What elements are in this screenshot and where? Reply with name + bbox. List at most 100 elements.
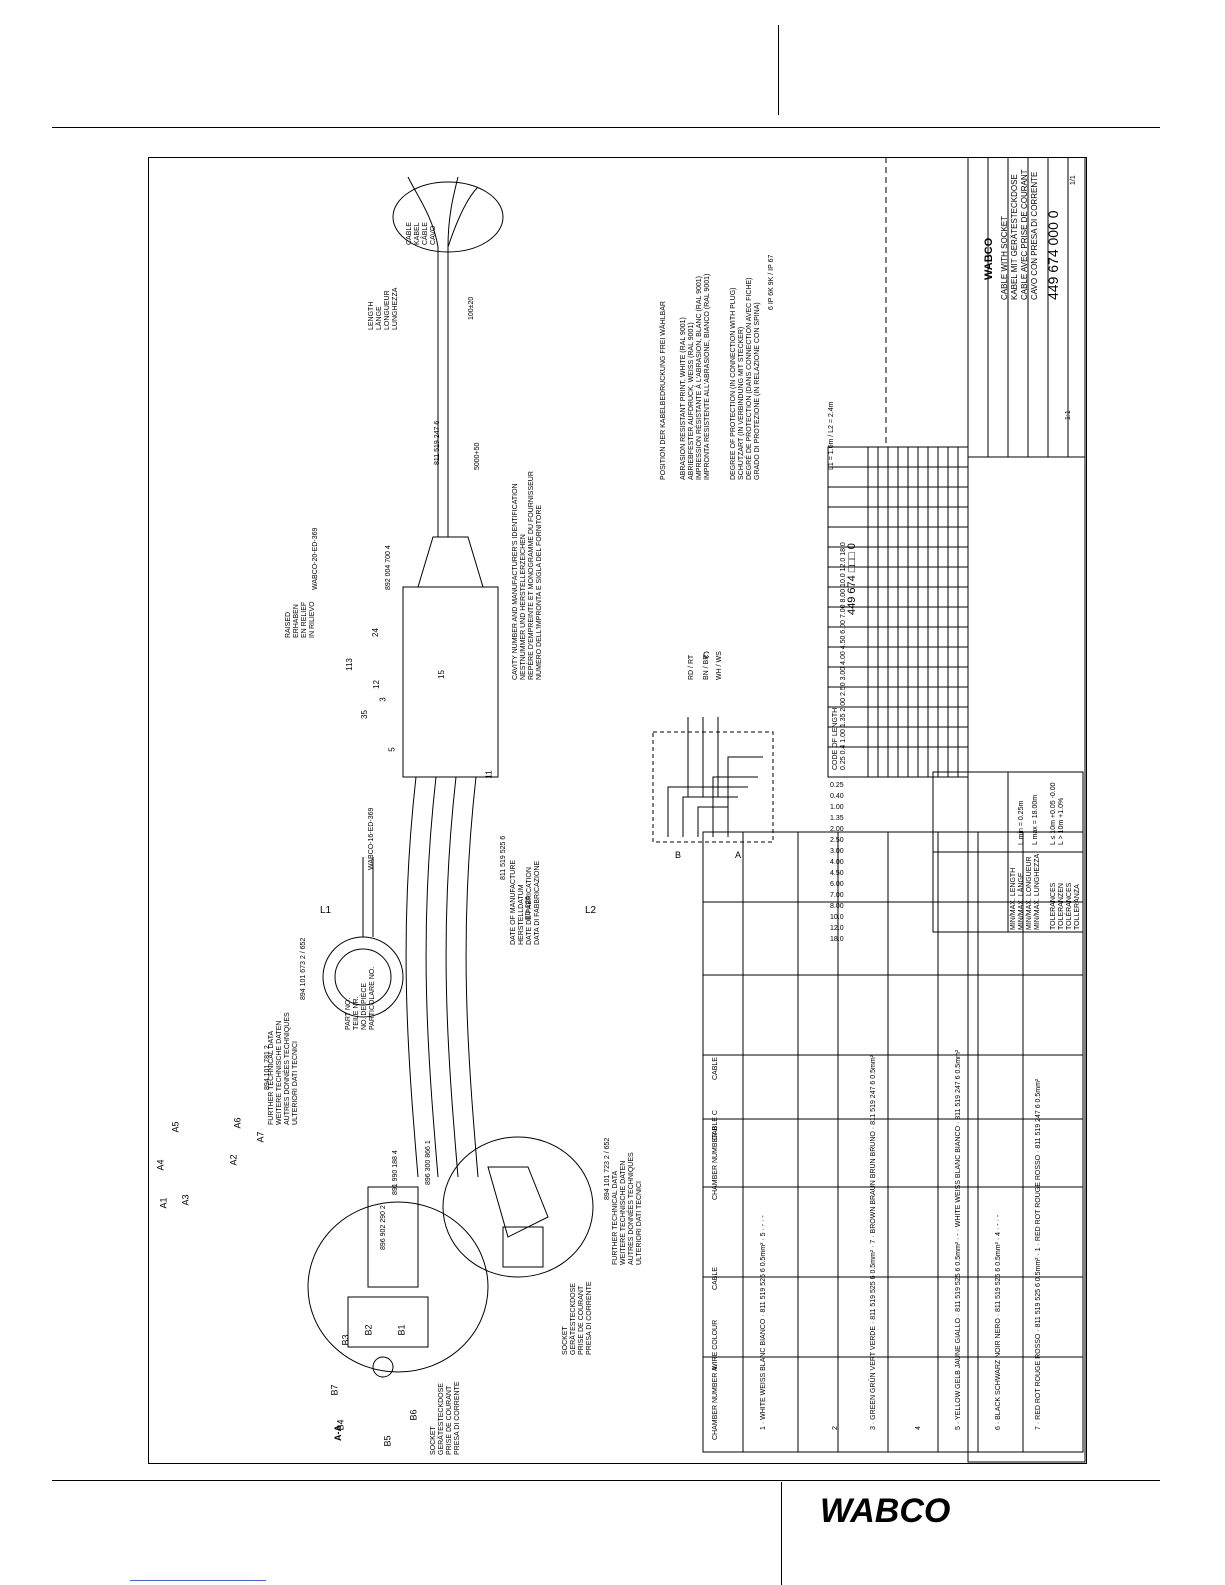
pin-a6: A6: [232, 1117, 243, 1129]
dim-11: 11: [484, 770, 494, 779]
dim-5: 5: [387, 747, 397, 752]
length-label-top: LENGTH LÄNGE LONGUEUR LUNGHEZZA: [368, 287, 399, 330]
length-table-note: L1 = 1.6m / L2 = 2.4m: [828, 401, 835, 471]
svg-text:WABCO: WABCO: [820, 1492, 950, 1530]
cable-assembly: [392, 176, 504, 1178]
title-block-number: 449 674 000 0: [1045, 210, 1061, 300]
pin-b7: B7: [329, 1384, 340, 1396]
pin-a4: A4: [155, 1159, 166, 1171]
pin-a1: A1: [158, 1197, 169, 1209]
length-table-header: CODE OF LENGTH: [832, 707, 839, 770]
end-view-a-drawing: [322, 857, 404, 1018]
cable-a-part-label: 811 519 525 6: [500, 835, 507, 880]
socket-a-drawing: [307, 1186, 489, 1378]
raised-note: RAISED ERHABEN EN RELIEF IN RILIEVO: [285, 601, 316, 638]
length-table-l2: 0.25 0.4 1.00 1.35 2.00 2.50 3.00 4.00 4…: [840, 542, 847, 770]
pin-b1: B1: [396, 1324, 407, 1336]
wire-row-7: 7 · RED ROT ROUGE ROSSO · 811 519 525 6 …: [1035, 1078, 1042, 1430]
title-block-desc: CABLE WITH SOCKET KABEL MIT GERÄTESTECKD…: [1000, 169, 1039, 300]
l1-label: L1: [320, 905, 332, 916]
dim-24: 24: [370, 628, 380, 637]
tolerance-values: L ≤ 10m +0.05 -0.00 L > 10m +1.0%: [1050, 782, 1065, 845]
header-divider: [778, 25, 779, 115]
tech-data-note-b: FURTHER TECHNICAL DATA WEITERE TECHNISCH…: [612, 1152, 643, 1265]
footer-rule: [52, 1480, 1160, 1481]
wire-table-h3: CABLE: [712, 1267, 719, 1290]
ref-5: 894 101 673 2 / 652: [300, 937, 307, 1000]
technical-drawing: [307, 157, 1086, 1463]
title-block-scale: 1:1: [1065, 410, 1072, 420]
tolerance-lmax: L max = 18.00m: [1032, 794, 1039, 845]
cable-part-label: 811 519 247 6: [434, 420, 441, 465]
ref-2: 891 990 188 4: [392, 1150, 399, 1195]
dim-3: 3: [378, 697, 388, 702]
pin-b2: B2: [363, 1324, 374, 1336]
part-no-note: PART NO. TEILE NR. NO. DE PIÈCE PARTICOL…: [345, 966, 376, 1030]
wire-table-h2: WIRE COLOUR: [712, 1319, 719, 1370]
schematic-box: [652, 731, 774, 843]
wire-table-h5: CABLE C: [712, 1110, 719, 1140]
wire-row-4: 4: [915, 1426, 922, 1430]
ref-3: 896 300 866 1: [425, 1140, 432, 1185]
wire-row-2: 2: [832, 1426, 839, 1430]
wire-row-6: 6 · BLACK SCHWARZ NOIR NERO · 811 519 52…: [995, 1214, 1002, 1430]
wire-table-h6: CABLE: [712, 1057, 719, 1080]
page-link-underline: [130, 1580, 266, 1581]
header-rule: [52, 127, 1160, 128]
wire-table: [702, 831, 1084, 1453]
drawing-frame: [148, 157, 1087, 1464]
wire-label-rd: RD / RT: [688, 654, 695, 680]
protection-note: DEGREE OF PROTECTION (IN CONNECTION WITH…: [730, 277, 761, 481]
tolerance-lmin: L min = 0.25m: [1018, 800, 1025, 845]
schematic-label-a: A: [735, 850, 742, 860]
wire-row-5: 5 · YELLOW GELB JAUNE GIALLO · 811 519 5…: [955, 1049, 962, 1430]
ref-4: 894 101 781 2: [264, 1045, 271, 1090]
tech-data-note: FURTHER TECHNICAL DATA WEITERE TECHNISCH…: [268, 1012, 299, 1125]
title-block-sheet: 1/1: [1070, 175, 1077, 185]
ip-rating: 6 IP 6K 9K / IP 67: [768, 254, 775, 310]
schematic-wires: [667, 717, 763, 837]
dim-113: 113: [344, 658, 354, 671]
wire-row-3: 3 · GREEN GRÜN VERT VERDE · 811 519 525 …: [870, 1055, 877, 1430]
ref-7: 892 004 700 4: [385, 545, 392, 590]
dim-12: 12: [371, 680, 381, 689]
footer-divider: [781, 1482, 782, 1585]
dim-5000: 5000+50: [474, 442, 481, 470]
wire-table-h1: CHAMBER NUMBER A: [712, 1366, 719, 1440]
tolerance-minmax: MIN/MAX. LENGTH MIN/MAX. LÄNGE MIN/MAX. …: [1010, 853, 1041, 930]
dim-100: 100±20: [468, 296, 475, 320]
pin-a3: A3: [180, 1194, 191, 1206]
wire-label-wh: WH / WS: [716, 651, 723, 680]
pin-b4: B4: [335, 1419, 346, 1431]
schematic-label-b: B: [675, 850, 682, 860]
position-note: POSITION DER KABELBEDRUCKUNG FREI WÄHLBA…: [660, 301, 667, 480]
socket-b-label: SOCKET GERÄTESTECKDOSE PRISE DE COURANT …: [430, 1381, 461, 1455]
wabco-logo: WABCO: [820, 1492, 980, 1532]
ref-6: 894 101 723 2 / 652: [604, 1137, 611, 1200]
socket-b-drawing: [442, 1136, 594, 1278]
wire-row-1: 1 · WHITE WEISS BLANC BIANCO · 811 519 5…: [760, 1215, 767, 1430]
wabco-std-2: WABCO-20-ED-369: [312, 527, 319, 590]
length-table-order: 449 674 □□□ 0: [846, 543, 858, 615]
pin-a7: A7: [255, 1131, 266, 1143]
pin-b5: B5: [382, 1435, 393, 1447]
title-block-logo: WABCO: [983, 237, 995, 280]
schematic-c-label: C: [703, 650, 710, 660]
wabco-std-3: ED-226: [525, 896, 532, 920]
pin-b3: B3: [340, 1334, 351, 1346]
dim-35: 35: [359, 710, 369, 719]
l2-label: L2: [585, 905, 597, 916]
cavity-note: CAVITY NUMBER AND MANUFACTURER'S IDENTIF…: [512, 471, 543, 680]
dim-15: 15: [436, 670, 446, 679]
ref-1: 896 902 290 2: [380, 1205, 387, 1250]
print-note: ABRASION RESISTANT PRINT, WHITE (RAL 900…: [680, 273, 711, 480]
tolerance-label: TOLERANCES TOLERANZEN TOLÉRANCES TOLLERA…: [1050, 882, 1081, 930]
pin-a5: A5: [170, 1121, 181, 1133]
wabco-std-1: WABCO-16-ED-369: [368, 807, 375, 870]
pin-a2: A2: [228, 1154, 239, 1166]
title-block: [967, 157, 1086, 1463]
wabco-logo-mark: WABCO: [820, 1492, 950, 1530]
cable-c-label: CABLE KABEL CÂBLE CAVO: [406, 222, 437, 245]
